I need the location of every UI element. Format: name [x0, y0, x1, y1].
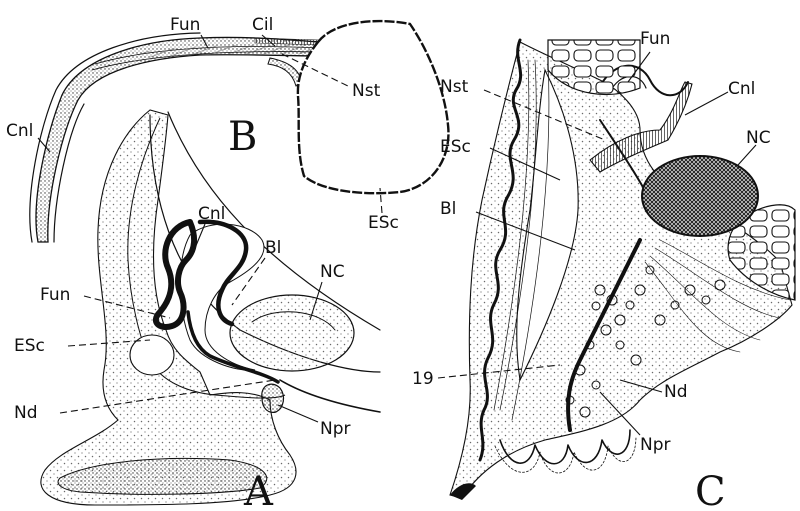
label-a-esc: ESc: [14, 336, 45, 356]
label-a-npr: Npr: [320, 419, 351, 439]
label-c-nc: NC: [746, 128, 771, 148]
label-a-nc: NC: [320, 262, 345, 282]
label-c-19: 19: [412, 369, 434, 389]
panel-c-nc-oval: [642, 156, 758, 236]
panel-b-sac: [298, 21, 449, 193]
panel-b-tube-band: [36, 37, 322, 242]
label-a-nd: Nd: [14, 403, 38, 423]
label-a-cnl: Cnl: [198, 204, 225, 224]
label-c-bl: Bl: [440, 199, 456, 219]
label-b-fun: Fun: [170, 15, 200, 35]
label-a-fun: Fun: [40, 285, 70, 305]
panel-a-nc-ellipse: [230, 295, 354, 371]
label-c-esc: ESc: [440, 137, 471, 157]
label-c-cnl: Cnl: [728, 79, 755, 99]
panel-letter-a: A: [243, 469, 274, 511]
label-c-npr: Npr: [640, 435, 671, 455]
panel-c-drawing: [450, 40, 795, 500]
label-b-cnl: Cnl: [6, 121, 33, 141]
label-b-cil: Cil: [252, 15, 273, 35]
panel-letter-b: B: [228, 114, 257, 160]
label-a-bl: Bl: [265, 238, 281, 258]
label-b-esc: ESc: [368, 213, 399, 233]
label-c-nst: Nst: [440, 77, 469, 97]
label-c-fun: Fun: [640, 29, 670, 49]
label-c-nd: Nd: [664, 382, 688, 402]
panel-letter-c: C: [695, 469, 726, 511]
label-b-nst: Nst: [352, 81, 381, 101]
